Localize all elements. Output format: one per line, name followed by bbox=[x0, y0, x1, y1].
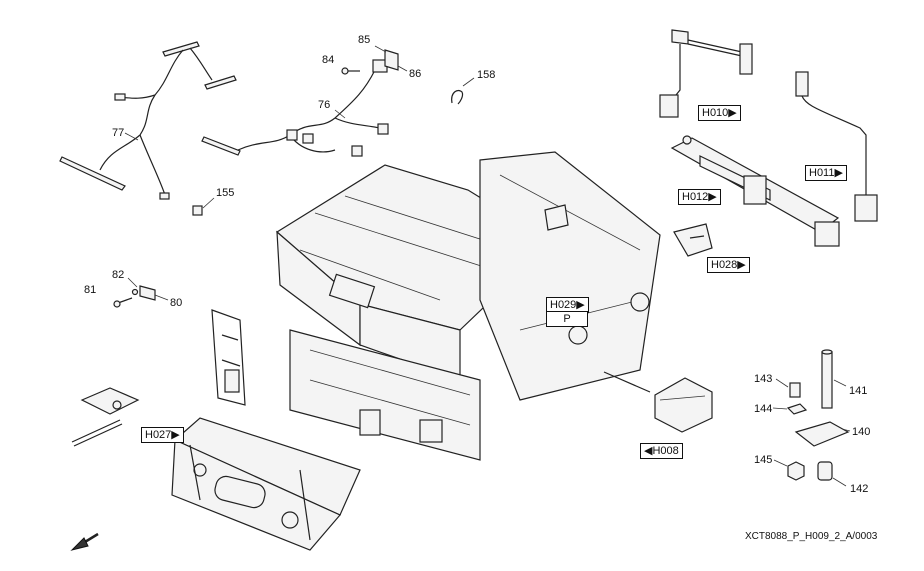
part-label-143: 143 bbox=[754, 373, 772, 385]
part-label-82: 82 bbox=[112, 269, 124, 281]
lever-assembly-h011 bbox=[795, 71, 878, 222]
part-label-80: 80 bbox=[170, 297, 182, 309]
callout-h012[interactable]: H012▶ bbox=[678, 189, 721, 205]
part-label-145: 145 bbox=[754, 454, 772, 466]
part-label-141: 141 bbox=[849, 385, 867, 397]
drawing-reference: XCT8088_P_H009_2_A/0003 bbox=[745, 531, 878, 542]
plug-155 bbox=[192, 197, 215, 216]
part-label-77: 77 bbox=[112, 127, 124, 139]
bracket-84-85-86 bbox=[341, 45, 408, 75]
part-label-140: 140 bbox=[852, 426, 870, 438]
kit-140-145 bbox=[772, 349, 851, 487]
callout-h028[interactable]: H028▶ bbox=[707, 257, 750, 273]
part-label-144: 144 bbox=[754, 403, 772, 415]
callout-h011[interactable]: H011▶ bbox=[805, 165, 847, 181]
wiring-harness-77 bbox=[59, 41, 237, 200]
bracket-h028 bbox=[673, 223, 713, 257]
wiring-harness-76 bbox=[201, 69, 389, 157]
part-label-84: 84 bbox=[322, 54, 334, 66]
bracket-80-81-82 bbox=[113, 277, 169, 308]
callout-h008[interactable]: ◀H008 bbox=[640, 443, 683, 459]
machine-body bbox=[171, 151, 661, 551]
clip-158 bbox=[451, 77, 475, 105]
callout-h010[interactable]: H010▶ bbox=[698, 105, 741, 121]
part-label-86: 86 bbox=[409, 68, 421, 80]
component-h008 bbox=[603, 371, 713, 433]
lever-assembly-h010 bbox=[659, 29, 753, 118]
part-label-158: 158 bbox=[477, 69, 495, 81]
part-label-155: 155 bbox=[216, 187, 234, 199]
part-label-81: 81 bbox=[84, 284, 96, 296]
drawbar-h027 bbox=[71, 387, 140, 447]
callout-h029-p[interactable]: P bbox=[546, 311, 588, 327]
part-label-142: 142 bbox=[850, 483, 868, 495]
frame-assembly-h012 bbox=[670, 135, 840, 247]
part-label-85: 85 bbox=[358, 34, 370, 46]
part-label-76: 76 bbox=[318, 99, 330, 111]
callout-h027[interactable]: H027▶ bbox=[141, 427, 184, 443]
direction-arrow-icon bbox=[70, 532, 99, 551]
